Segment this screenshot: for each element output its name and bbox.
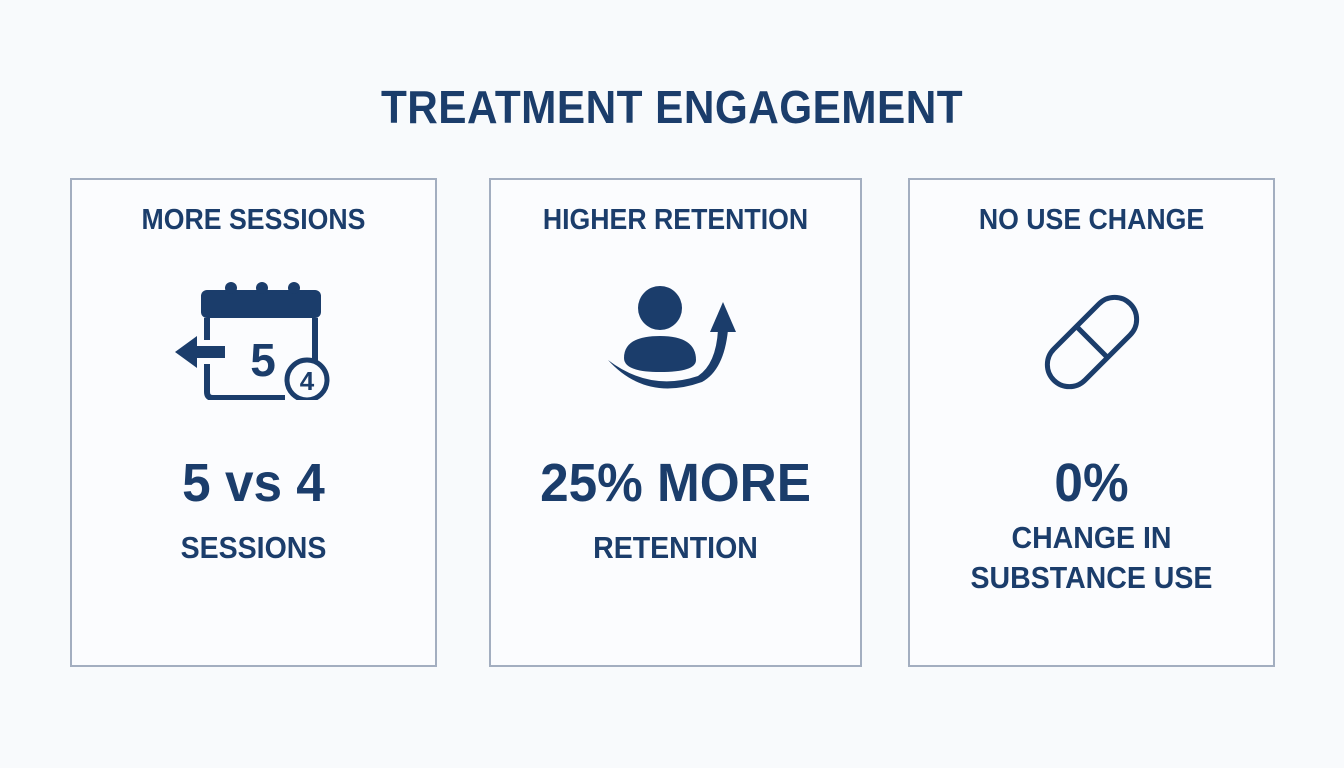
card-higher-retention: HIGHER RETENTION 25% MORE RETENTION [489, 178, 862, 667]
substance-use-label-line2: SUBSTANCE USE [970, 560, 1213, 595]
sessions-value: 5 vs 4 [182, 453, 325, 513]
card-more-sessions: MORE SESSIONS 5 4 5 vs 4 SESSIONS [70, 178, 437, 667]
svg-text:4: 4 [299, 366, 314, 396]
pill-icon [1044, 294, 1139, 390]
card-heading: MORE SESSIONS [141, 204, 366, 236]
calendar-arrow-icon: 5 4 [174, 282, 329, 400]
card-heading: HIGHER RETENTION [542, 204, 809, 236]
svg-text:5: 5 [250, 334, 276, 386]
card-heading: NO USE CHANGE [978, 204, 1205, 236]
page-title: TREATMENT ENGAGEMENT [380, 81, 964, 133]
retention-value: 25% MORE [540, 453, 811, 513]
sessions-label: SESSIONS [180, 530, 327, 565]
person-arrow-up-icon [607, 286, 736, 389]
substance-use-label-line1: CHANGE IN [1011, 520, 1172, 555]
substance-use-value: 0% [1054, 453, 1129, 513]
retention-label: RETENTION [593, 530, 758, 565]
card-no-use-change: NO USE CHANGE 0% CHANGE IN SUBSTANCE USE [908, 178, 1275, 667]
